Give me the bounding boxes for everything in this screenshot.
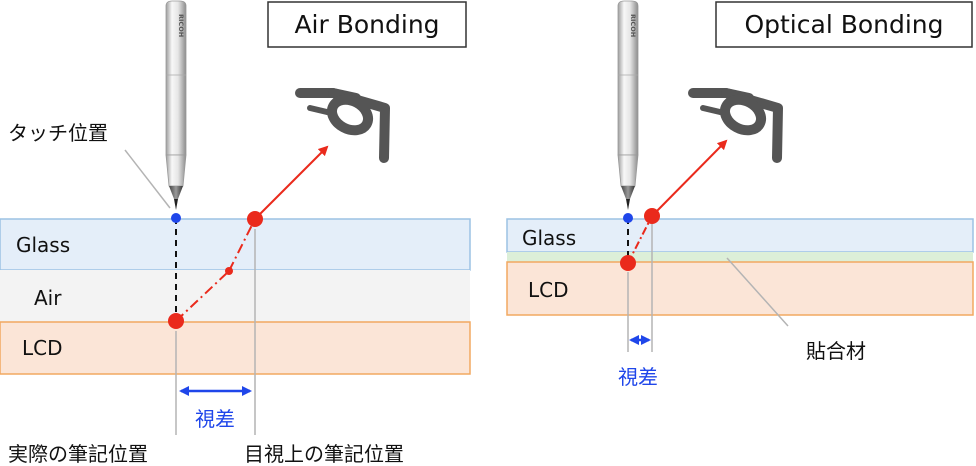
left-actual-position-label: 実際の筆記位置 <box>8 442 148 466</box>
right-glass-layer <box>506 218 974 253</box>
left-parallax-label: 視差 <box>195 407 235 431</box>
right-pen-brand: RICOH <box>629 14 637 37</box>
left-ray-air-segment <box>175 270 230 322</box>
right-panel: Optical Bonding Glass LCD RICOH <box>506 0 974 389</box>
left-touch-point <box>171 213 181 223</box>
right-glass-label: Glass <box>522 226 576 250</box>
left-touch-leader <box>124 149 171 209</box>
left-pen-brand: RICOH <box>177 14 185 37</box>
right-pen-icon: RICOH <box>617 0 639 210</box>
left-visual-position-label: 目視上の筆記位置 <box>244 442 404 466</box>
right-actual-point <box>620 255 636 271</box>
left-lcd-label: LCD <box>22 336 63 360</box>
left-title: Air Bonding <box>294 10 439 39</box>
left-glass-label: Glass <box>16 233 70 257</box>
left-refraction-point <box>225 267 233 275</box>
right-lcd-label: LCD <box>528 278 569 302</box>
left-eye-icon <box>295 88 390 163</box>
right-title-box <box>715 1 973 48</box>
left-air-label: Air <box>34 286 62 310</box>
left-title-box <box>267 1 467 48</box>
right-touch-point <box>623 213 633 223</box>
left-ray-glass-segment <box>228 218 256 272</box>
left-visual-point <box>247 211 263 227</box>
left-touch-label: タッチ位置 <box>8 121 108 145</box>
right-ray-glass-segment <box>627 215 653 264</box>
right-title: Optical Bonding <box>744 10 943 39</box>
right-adhesive-label: 貼合材 <box>806 339 866 363</box>
right-parallax-label: 視差 <box>618 365 658 389</box>
right-eye-icon <box>688 88 783 163</box>
right-visual-point <box>644 208 660 224</box>
right-lcd-layer <box>506 261 974 316</box>
right-adhesive-leader <box>726 257 789 327</box>
left-lcd-layer <box>0 321 471 375</box>
right-adhesive-layer <box>507 252 973 262</box>
left-glass-layer <box>0 218 471 271</box>
left-actual-point <box>168 313 184 329</box>
left-panel: Air Bonding Glass Air LCD RICOH タッチ位置 <box>0 0 471 466</box>
right-ray-eye-arrow <box>651 139 728 217</box>
left-air-layer <box>0 270 470 322</box>
left-pen-icon: RICOH <box>165 0 187 210</box>
left-ray-eye-arrow <box>254 145 329 220</box>
